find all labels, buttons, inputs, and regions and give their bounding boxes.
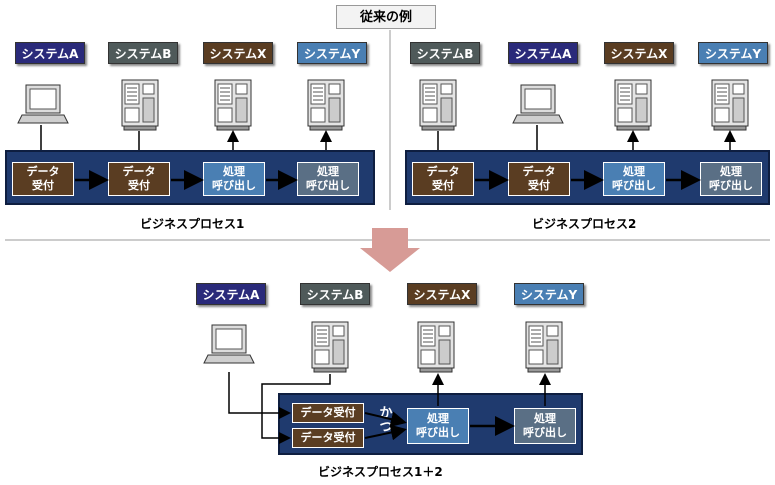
system-b-label: システムB [300,283,370,305]
flow-arrow [364,424,407,441]
system-y-label: システムY [514,283,584,305]
system-b-label: システムB [108,42,178,64]
system-b-label: システムB [410,42,480,64]
page-title: 従来の例 [336,5,436,29]
business-process-2-caption: ビジネスプロセス2 [532,217,637,231]
data-receive-box: データ受付 [292,428,364,448]
process-call-box: 処理 呼び出し [407,408,469,444]
system-a-label: システムA [508,42,578,64]
process-call-box: 処理 呼び出し [603,162,665,196]
process-call-box: 処理 呼び出し [700,162,762,196]
data-receive-box: データ 受付 [412,162,474,196]
system-a-label: システムA [196,283,266,305]
flow-arrow [364,411,407,428]
system-a-label: システムA [15,42,85,64]
flow-arrow [261,374,331,444]
system-x-label: システムX [203,42,273,64]
system-x-label: システムX [604,42,674,64]
business-process-1-2-caption: ビジネスプロセス1＋2 [318,465,443,479]
data-receive-box: データ受付 [292,403,364,423]
process-call-box: 処理 呼び出し [297,162,359,196]
process-call-box: 処理 呼び出し [203,162,265,196]
flow-arrow [228,372,291,419]
data-receive-box: データ 受付 [12,162,74,196]
data-receive-box: データ 受付 [108,162,170,196]
system-x-label: システムX [407,283,477,305]
system-y-label: システムY [297,42,367,64]
data-receive-box: データ 受付 [508,162,570,196]
business-process-1-caption: ビジネスプロセス1 [140,217,245,231]
transition-arrow [360,228,420,272]
system-y-label: システムY [698,42,768,64]
